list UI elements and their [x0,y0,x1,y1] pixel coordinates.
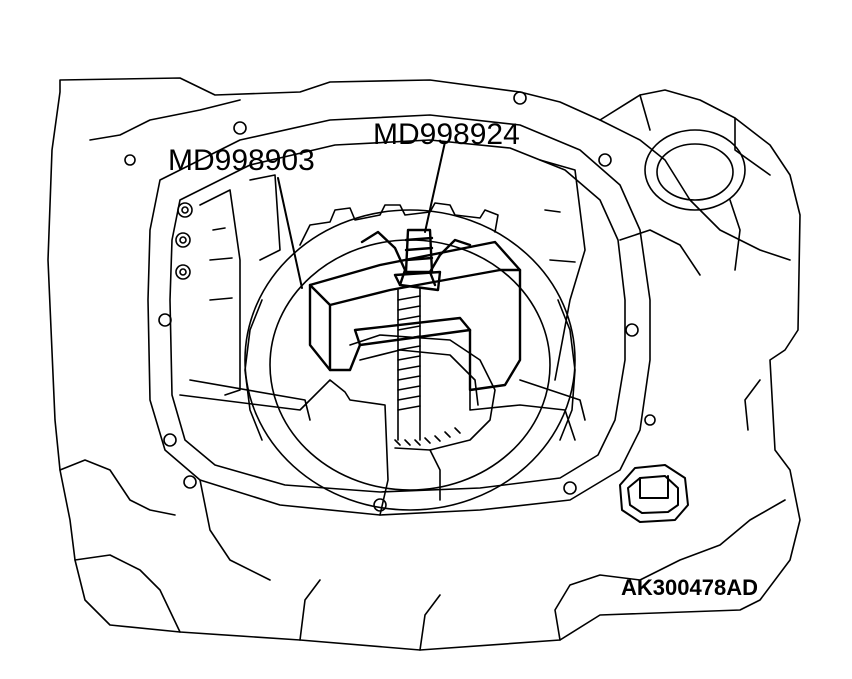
figure-code: AK300478AD [621,575,758,600]
wing-nut [360,228,472,292]
front-housing [179,379,576,581]
callout-md998903: MD998903 [168,144,315,177]
bearing [349,334,496,451]
transmission-case [47,77,801,651]
leader-line-md998924 [424,141,446,233]
threaded-screw [397,287,421,441]
leader-line-md998903 [277,177,303,289]
leader-lines [277,141,446,289]
case-boss [644,129,746,271]
callout-md998924: MD998924 [373,118,520,151]
puller-tool [308,240,522,392]
case-flange [147,114,651,516]
bolt-holes [124,91,656,512]
drain-plug [619,464,689,523]
internal-ribs [189,159,586,421]
